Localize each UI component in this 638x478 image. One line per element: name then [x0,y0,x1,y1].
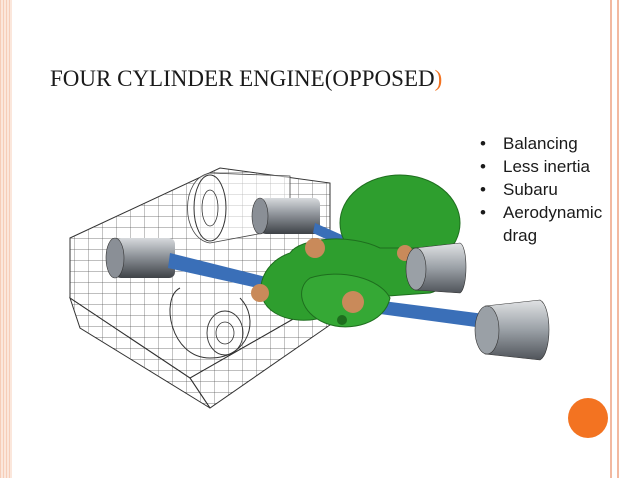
bullet-text: Balancing [503,134,578,153]
bullet-item: • Less inertia [480,155,610,178]
bullet-item: • Balancing [480,132,610,155]
right-piston-upper [405,242,467,294]
bullet-glyph: • [480,134,486,153]
title-text: FOUR CYLINDER ENGINE(OPPOSED [50,66,435,91]
opposed-engine-illustration [69,167,550,409]
bullet-glyph: • [480,203,486,222]
right-piston-lower [474,299,550,361]
bullet-item: • Aerodynamic drag [480,201,610,247]
accent-circle [568,398,608,438]
bullet-glyph: • [480,157,486,176]
bullet-text: Subaru [503,180,558,199]
bullet-text: Less inertia [503,157,590,176]
right-border-lines [608,0,638,478]
left-border-stripe [0,0,12,478]
slide-title: FOUR CYLINDER ENGINE(OPPOSED) [50,66,590,92]
bullet-text: Aerodynamic drag [503,203,603,245]
bullet-item: • Subaru [480,178,610,201]
left-piston-lower [105,237,175,279]
title-close-paren: ) [434,66,443,91]
bullet-list: • Balancing • Less inertia • Subaru • Aerody… [480,132,610,247]
bullet-glyph: • [480,180,486,199]
left-piston-upper [251,197,320,235]
